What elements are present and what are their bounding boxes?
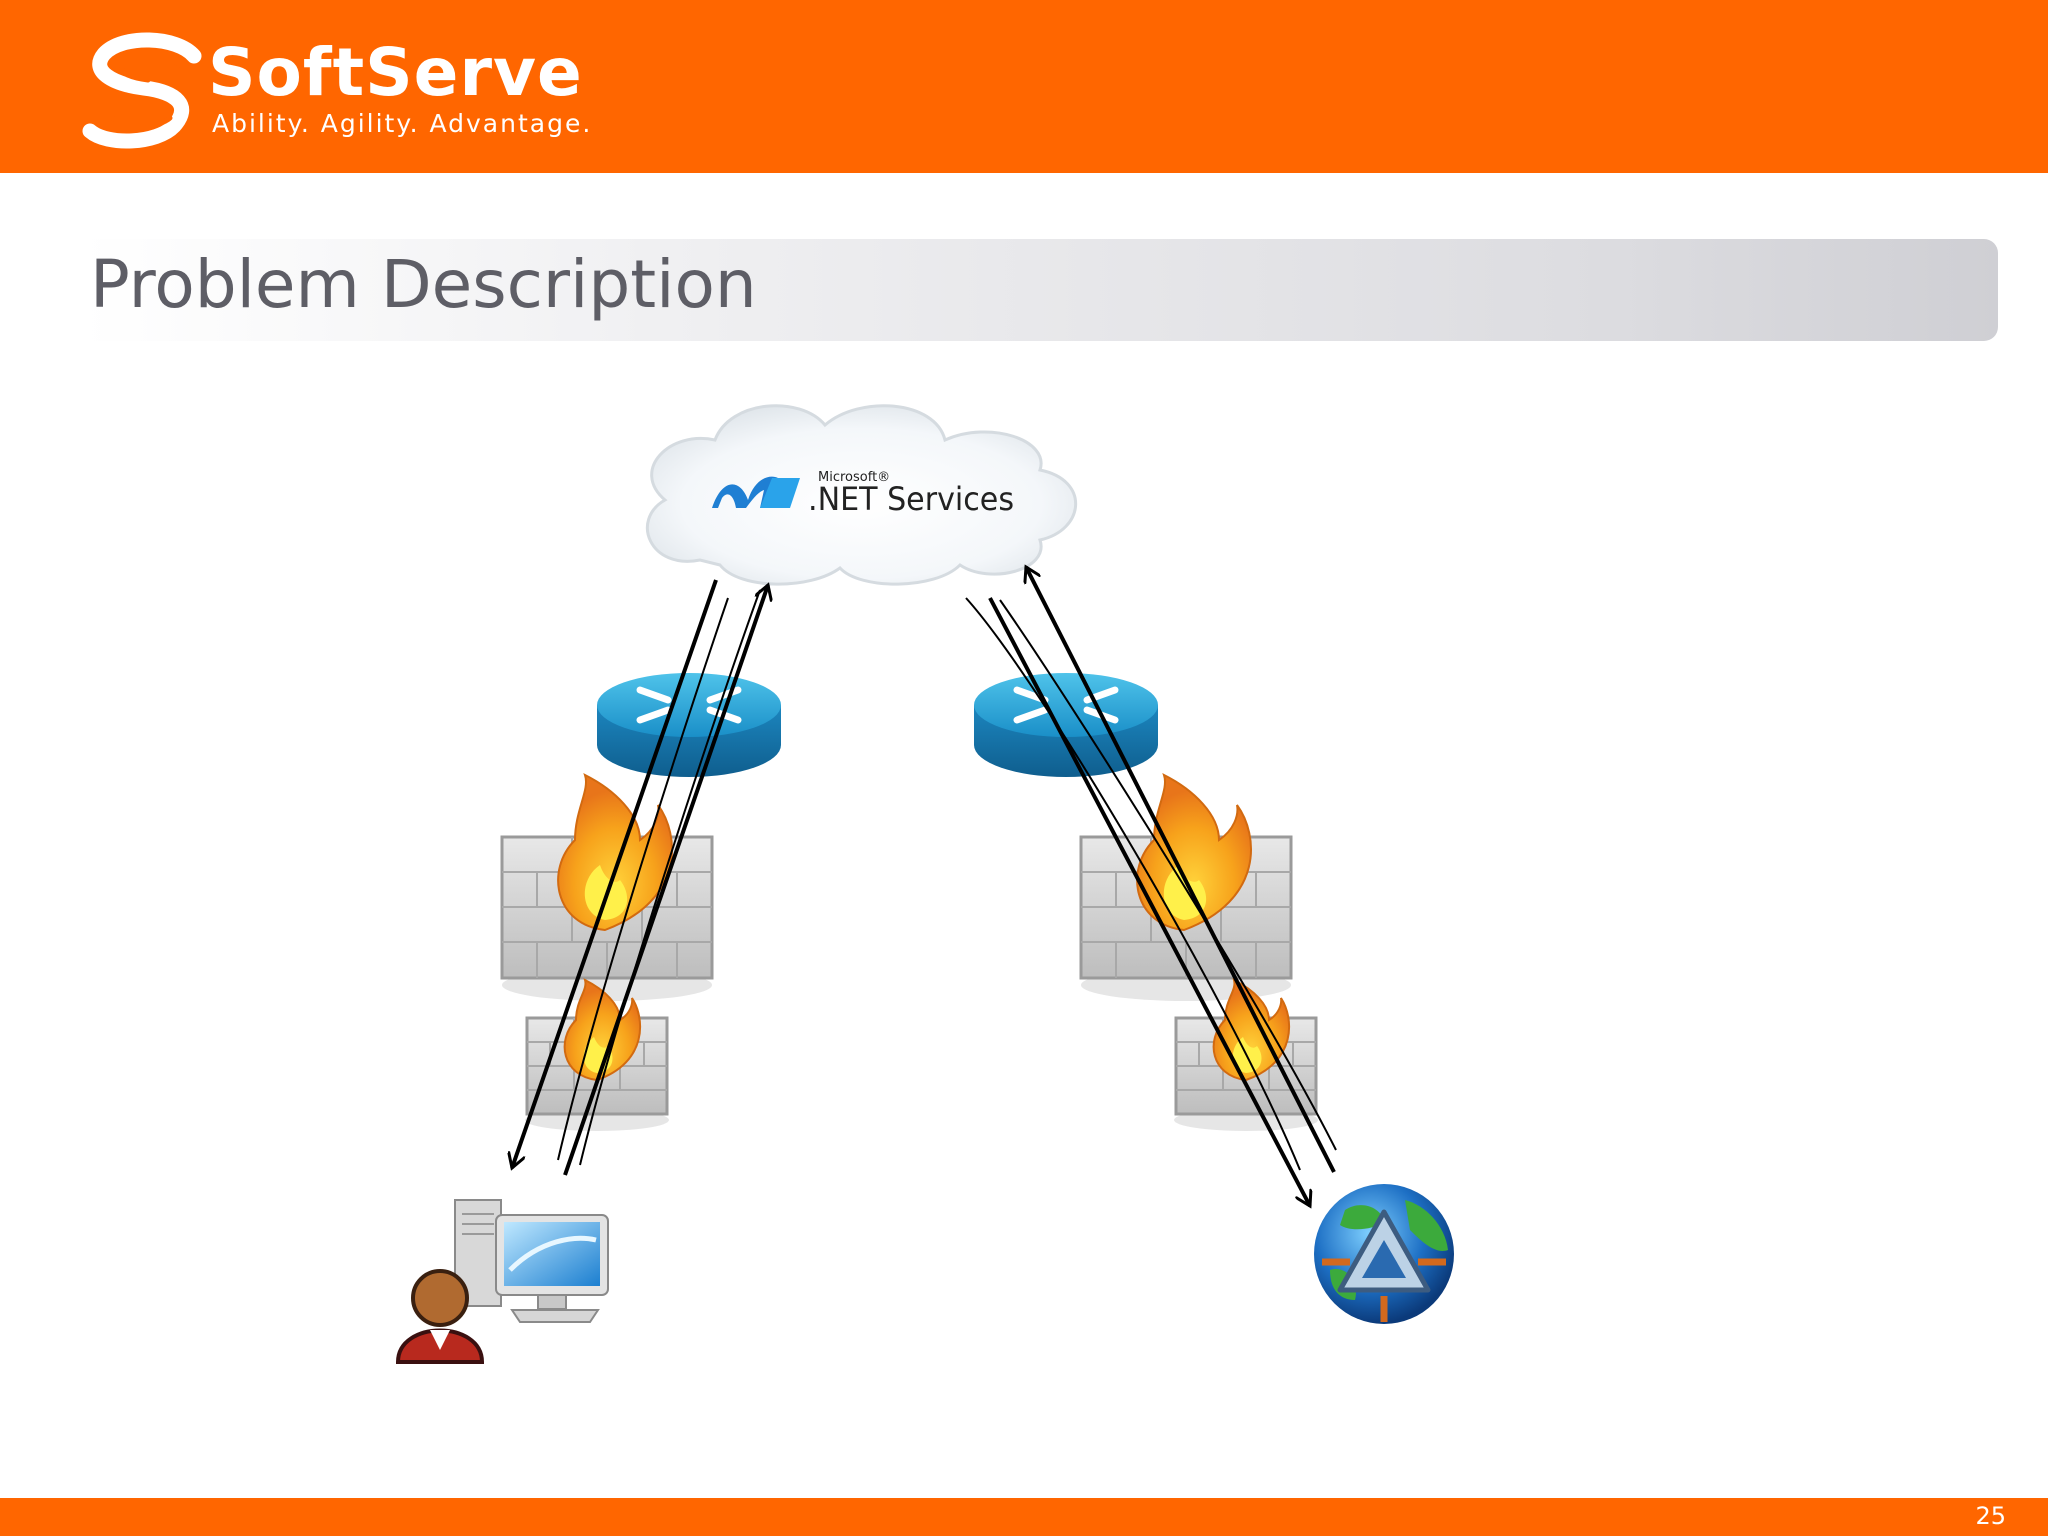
dotnet-services-label: .NET Services	[808, 480, 1014, 518]
left-connections	[512, 579, 768, 1176]
dotnet-logo-icon	[712, 476, 800, 508]
right-router-icon	[974, 673, 1158, 777]
right-tunnel-line-2	[999, 599, 1337, 1151]
right-connections	[965, 567, 1337, 1206]
left-tunnel-line-2	[579, 589, 761, 1166]
left-downlink-arrow	[512, 579, 718, 1168]
globe-service-icon	[1314, 1184, 1454, 1324]
softserve-logo: SoftServe Ability. Agility. Advantage.	[82, 26, 622, 156]
user-computer-icon	[395, 1199, 609, 1364]
dotnet-services-cloud: Microsoft® .NET Services	[646, 404, 1078, 586]
left-small-firewall-icon	[525, 978, 669, 1131]
page-number: 25	[1975, 1502, 2006, 1530]
right-uplink-arrow	[1026, 567, 1336, 1173]
footer-bar	[0, 1498, 2048, 1536]
right-tunnel-line	[965, 597, 1301, 1171]
microsoft-label: Microsoft®	[818, 470, 890, 485]
brand-tagline: Ability. Agility. Advantage.	[212, 109, 593, 138]
left-tunnel-line	[557, 597, 729, 1161]
left-router-icon	[597, 673, 781, 777]
left-firewall-icon	[500, 773, 714, 1001]
softserve-logo-icon	[82, 32, 202, 149]
right-downlink-arrow	[988, 597, 1310, 1206]
brand-name: SoftServe	[208, 34, 583, 111]
slide-title: Problem Description	[90, 246, 757, 323]
title-band	[82, 239, 1998, 341]
header-bar	[0, 0, 2048, 173]
right-firewall-icon	[1079, 773, 1293, 1001]
left-uplink-arrow	[563, 585, 768, 1176]
